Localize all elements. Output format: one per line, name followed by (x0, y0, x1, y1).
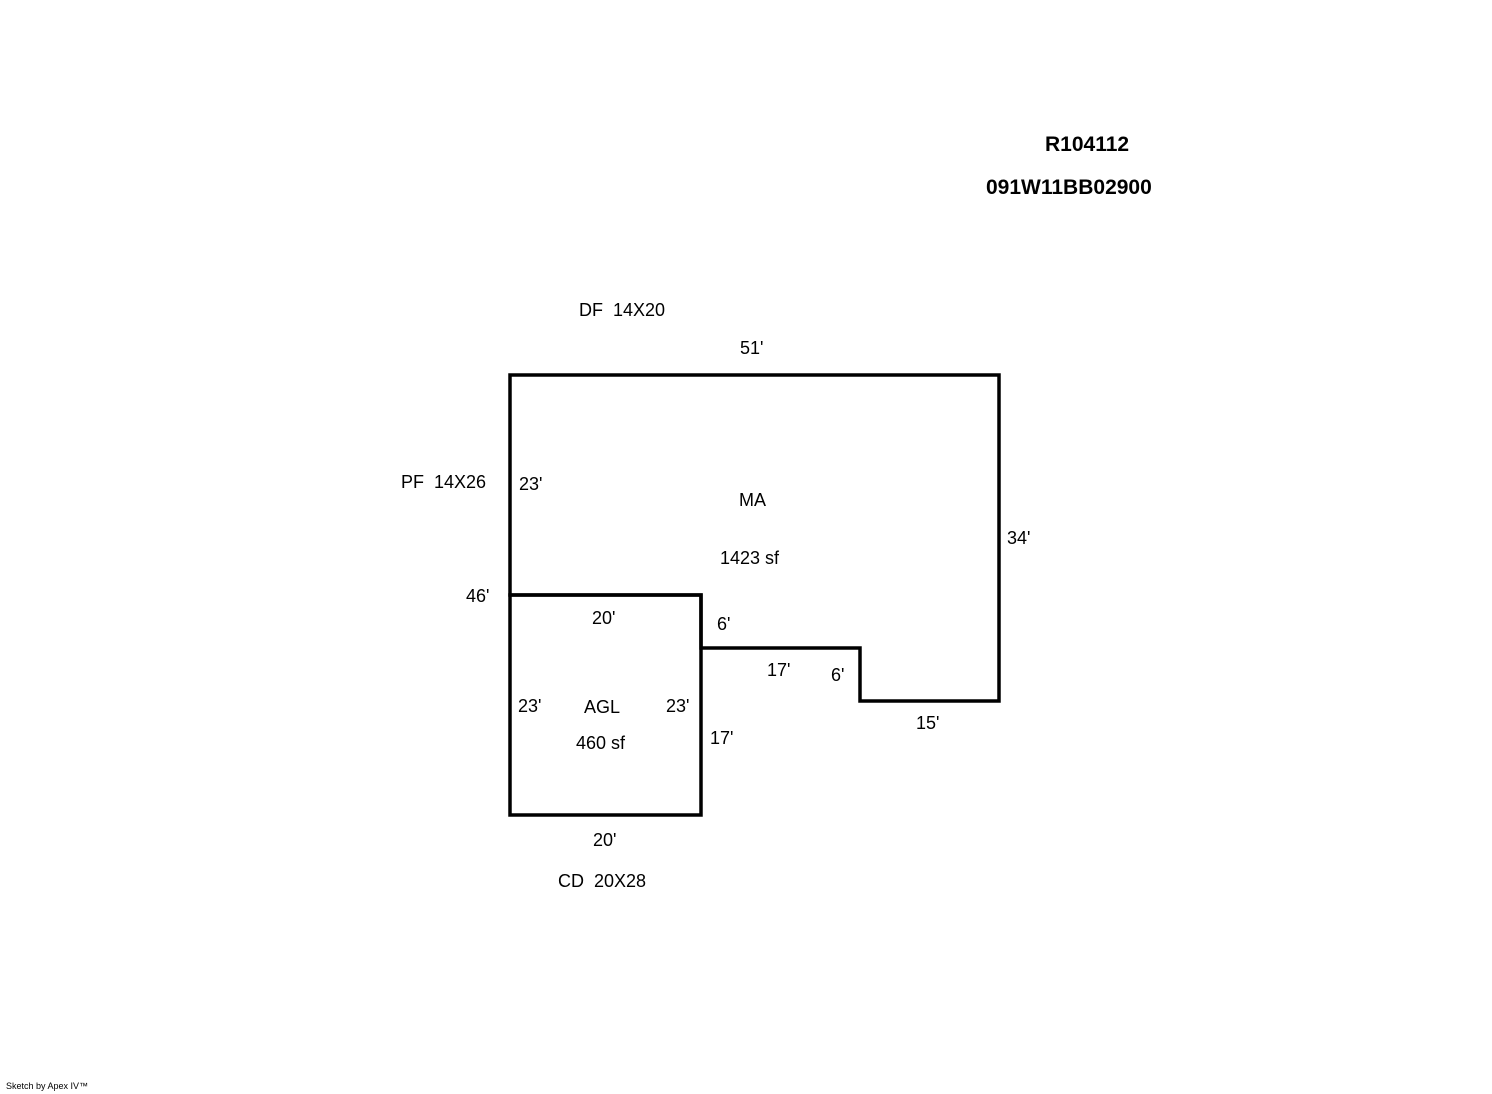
main-area-outline (508, 373, 1001, 703)
dim-agl-top: 20' (592, 608, 615, 628)
dim-agl-bottom: 20' (593, 830, 616, 850)
area-size-agl: 460 sf (576, 733, 626, 753)
sketch-credit: Sketch by Apex IV™ (6, 1081, 89, 1091)
dim-ma-left-upper: 23' (519, 474, 542, 494)
attachment-label-df: DF 14X20 (579, 300, 665, 320)
dim-notch-horizontal: 17' (767, 660, 790, 680)
dim-notch-upper-vertical: 6' (717, 614, 730, 634)
dim-ma-top: 51' (740, 338, 763, 358)
area-code-agl: AGL (584, 697, 620, 717)
account-id: R104112 (1045, 133, 1130, 156)
dim-agl-left: 23' (518, 696, 541, 716)
dim-ma-right: 34' (1007, 528, 1030, 548)
dim-ma-bottom-right: 15' (916, 713, 939, 733)
attachment-label-pf: PF 14X26 (401, 472, 486, 492)
area-code-ma: MA (739, 490, 766, 510)
area-size-ma: 1423 sf (720, 548, 780, 568)
dim-ma-left-total: 46' (466, 586, 489, 606)
map-tax-lot: 091W11BB02900 (986, 176, 1152, 199)
dim-ma-lower-right-of-garage: 17' (710, 728, 733, 748)
dim-notch-lower-vertical: 6' (831, 665, 844, 685)
attachment-label-cd: CD 20X28 (558, 871, 646, 891)
garage-outline (508, 593, 703, 817)
dim-agl-right: 23' (666, 696, 689, 716)
